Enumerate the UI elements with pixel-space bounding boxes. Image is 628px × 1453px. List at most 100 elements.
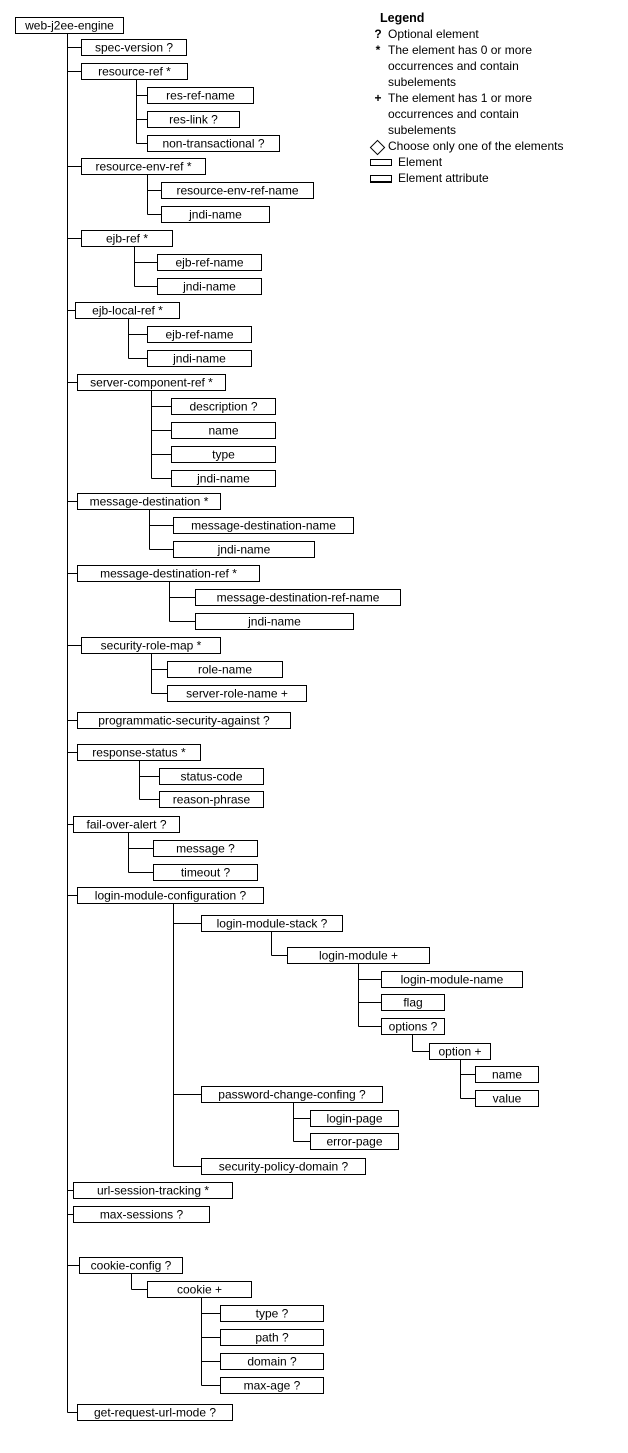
- element-label: web-j2ee-engine: [24, 19, 114, 33]
- element-node-role-name: role-name: [167, 661, 283, 678]
- element-label: jndi-name: [196, 472, 250, 486]
- legend-item-element: Element: [368, 154, 588, 170]
- legend-text-one-or-more: The element has 1 or more occurrences an…: [388, 91, 533, 137]
- element-label: server-component-ref *: [90, 376, 213, 390]
- element-node-response-status: response-status *: [77, 744, 201, 761]
- element-node-security-role-map: security-role-map *: [81, 637, 221, 654]
- element-node-status-code: status-code: [159, 768, 264, 785]
- element-node-ejb-local-ref: ejb-local-ref *: [75, 302, 180, 319]
- element-label: ejb-local-ref *: [92, 304, 163, 318]
- element-node-ejb-ref: ejb-ref *: [81, 230, 173, 247]
- element-label: message-destination-name: [191, 519, 336, 533]
- element-node-login-page: login-page: [310, 1110, 399, 1127]
- element-label: ejb-ref *: [106, 232, 148, 246]
- element-node-password-change-confing: password-change-confing ?: [201, 1086, 383, 1103]
- element-node-jndi-name: jndi-name: [147, 350, 252, 367]
- legend-text-optional: Optional element: [388, 27, 479, 41]
- element-label: res-ref-name: [166, 89, 235, 103]
- legend-symbol-optional: ?: [374, 27, 382, 41]
- element-label: resource-env-ref-name: [176, 184, 298, 198]
- element-node-jndi-name: jndi-name: [195, 613, 354, 630]
- element-label: description ?: [189, 400, 257, 414]
- element-label: role-name: [198, 663, 252, 677]
- element-label: path ?: [255, 1331, 289, 1345]
- element-node-resource-ref: resource-ref *: [81, 63, 188, 80]
- element-label: ejb-ref-name: [165, 328, 233, 342]
- element-label: programmatic-security-against ?: [98, 714, 270, 728]
- element-node-cookie: cookie +: [147, 1281, 252, 1298]
- element-label: message-destination-ref-name: [217, 591, 380, 605]
- element-attribute-icon: [370, 175, 392, 183]
- element-label: get-request-url-mode ?: [94, 1406, 216, 1420]
- element-label: resource-env-ref *: [95, 160, 191, 174]
- element-node-jndi-name: jndi-name: [171, 470, 276, 487]
- element-node-res-link: res-link ?: [147, 111, 240, 128]
- element-node-ejb-ref-name: ejb-ref-name: [147, 326, 252, 343]
- element-label: option +: [438, 1045, 481, 1059]
- element-label: message ?: [176, 842, 235, 856]
- element-node-login-module-stack: login-module-stack ?: [201, 915, 343, 932]
- element-node-message-destination-ref-name: message-destination-ref-name: [195, 589, 401, 606]
- element-label: login-module-stack ?: [217, 917, 328, 931]
- element-node-jndi-name: jndi-name: [173, 541, 315, 558]
- element-label: cookie-config ?: [91, 1259, 172, 1273]
- element-label: max-sessions ?: [100, 1208, 184, 1222]
- element-node-message-destination-name: message-destination-name: [173, 517, 354, 534]
- element-node-name: name: [475, 1066, 539, 1083]
- element-label: message-destination *: [90, 495, 209, 509]
- element-label: non-transactional ?: [162, 137, 264, 151]
- element-label: fail-over-alert ?: [86, 818, 166, 832]
- element-node-max-sessions: max-sessions ?: [73, 1206, 210, 1223]
- element-node-message: message ?: [153, 840, 258, 857]
- element-label: url-session-tracking *: [97, 1184, 209, 1198]
- element-label: options ?: [389, 1020, 438, 1034]
- element-node-ejb-ref-name: ejb-ref-name: [157, 254, 262, 271]
- element-node-get-request-url-mode: get-request-url-mode ?: [77, 1404, 233, 1421]
- element-icon: [370, 159, 392, 166]
- element-label: cookie +: [177, 1283, 222, 1297]
- element-label: spec-version ?: [95, 41, 173, 55]
- element-label: password-change-confing ?: [218, 1088, 366, 1102]
- element-node-server-component-ref: server-component-ref *: [77, 374, 226, 391]
- element-node-login-module-name: login-module-name: [381, 971, 523, 988]
- element-node-message-destination: message-destination *: [77, 493, 221, 510]
- element-label: name: [208, 424, 238, 438]
- legend-item-one-or-more: + The element has 1 or more occurrences …: [368, 90, 588, 138]
- element-node-type: type: [171, 446, 276, 463]
- element-node-cookie-config: cookie-config ?: [79, 1257, 183, 1274]
- legend-text-element: Element: [398, 155, 443, 169]
- element-label: message-destination-ref *: [100, 567, 237, 581]
- element-label: res-link ?: [169, 113, 218, 127]
- element-node-domain: domain ?: [220, 1353, 324, 1370]
- element-label: jndi-name: [188, 208, 242, 222]
- element-label: flag: [403, 996, 422, 1010]
- element-node-server-role-name: server-role-name +: [167, 685, 307, 702]
- element-label: error-page: [326, 1135, 382, 1149]
- element-node-res-ref-name: res-ref-name: [147, 87, 254, 104]
- element-label: domain ?: [247, 1355, 297, 1369]
- legend-title: Legend: [380, 11, 425, 25]
- element-label: jndi-name: [217, 543, 271, 557]
- element-node-path: path ?: [220, 1329, 324, 1346]
- element-label: security-role-map *: [101, 639, 202, 653]
- element-label: login-module +: [319, 949, 398, 963]
- element-node-flag: flag: [381, 994, 445, 1011]
- element-node-login-module: login-module +: [287, 947, 430, 964]
- element-node-jndi-name: jndi-name: [161, 206, 270, 223]
- element-node-options: options ?: [381, 1018, 445, 1035]
- legend-item-zero-or-more: * The element has 0 or more occurrences …: [368, 42, 588, 90]
- element-node-type: type ?: [220, 1305, 324, 1322]
- element-label: response-status *: [92, 746, 186, 760]
- element-node-message-destination-ref: message-destination-ref *: [77, 565, 260, 582]
- tree-connectors: [67, 33, 476, 1413]
- element-node-spec-version: spec-version ?: [81, 39, 187, 56]
- element-node-url-session-tracking: url-session-tracking *: [73, 1182, 233, 1199]
- legend-symbol-zero-or-more: *: [375, 43, 381, 57]
- element-label: login-module-name: [401, 973, 504, 987]
- legend: Legend ? Optional element * The element …: [368, 10, 588, 186]
- legend-symbol-one-or-more: +: [374, 91, 382, 105]
- element-label: type ?: [256, 1307, 289, 1321]
- element-node-non-transactional: non-transactional ?: [147, 135, 280, 152]
- element-label: jndi-name: [182, 280, 236, 294]
